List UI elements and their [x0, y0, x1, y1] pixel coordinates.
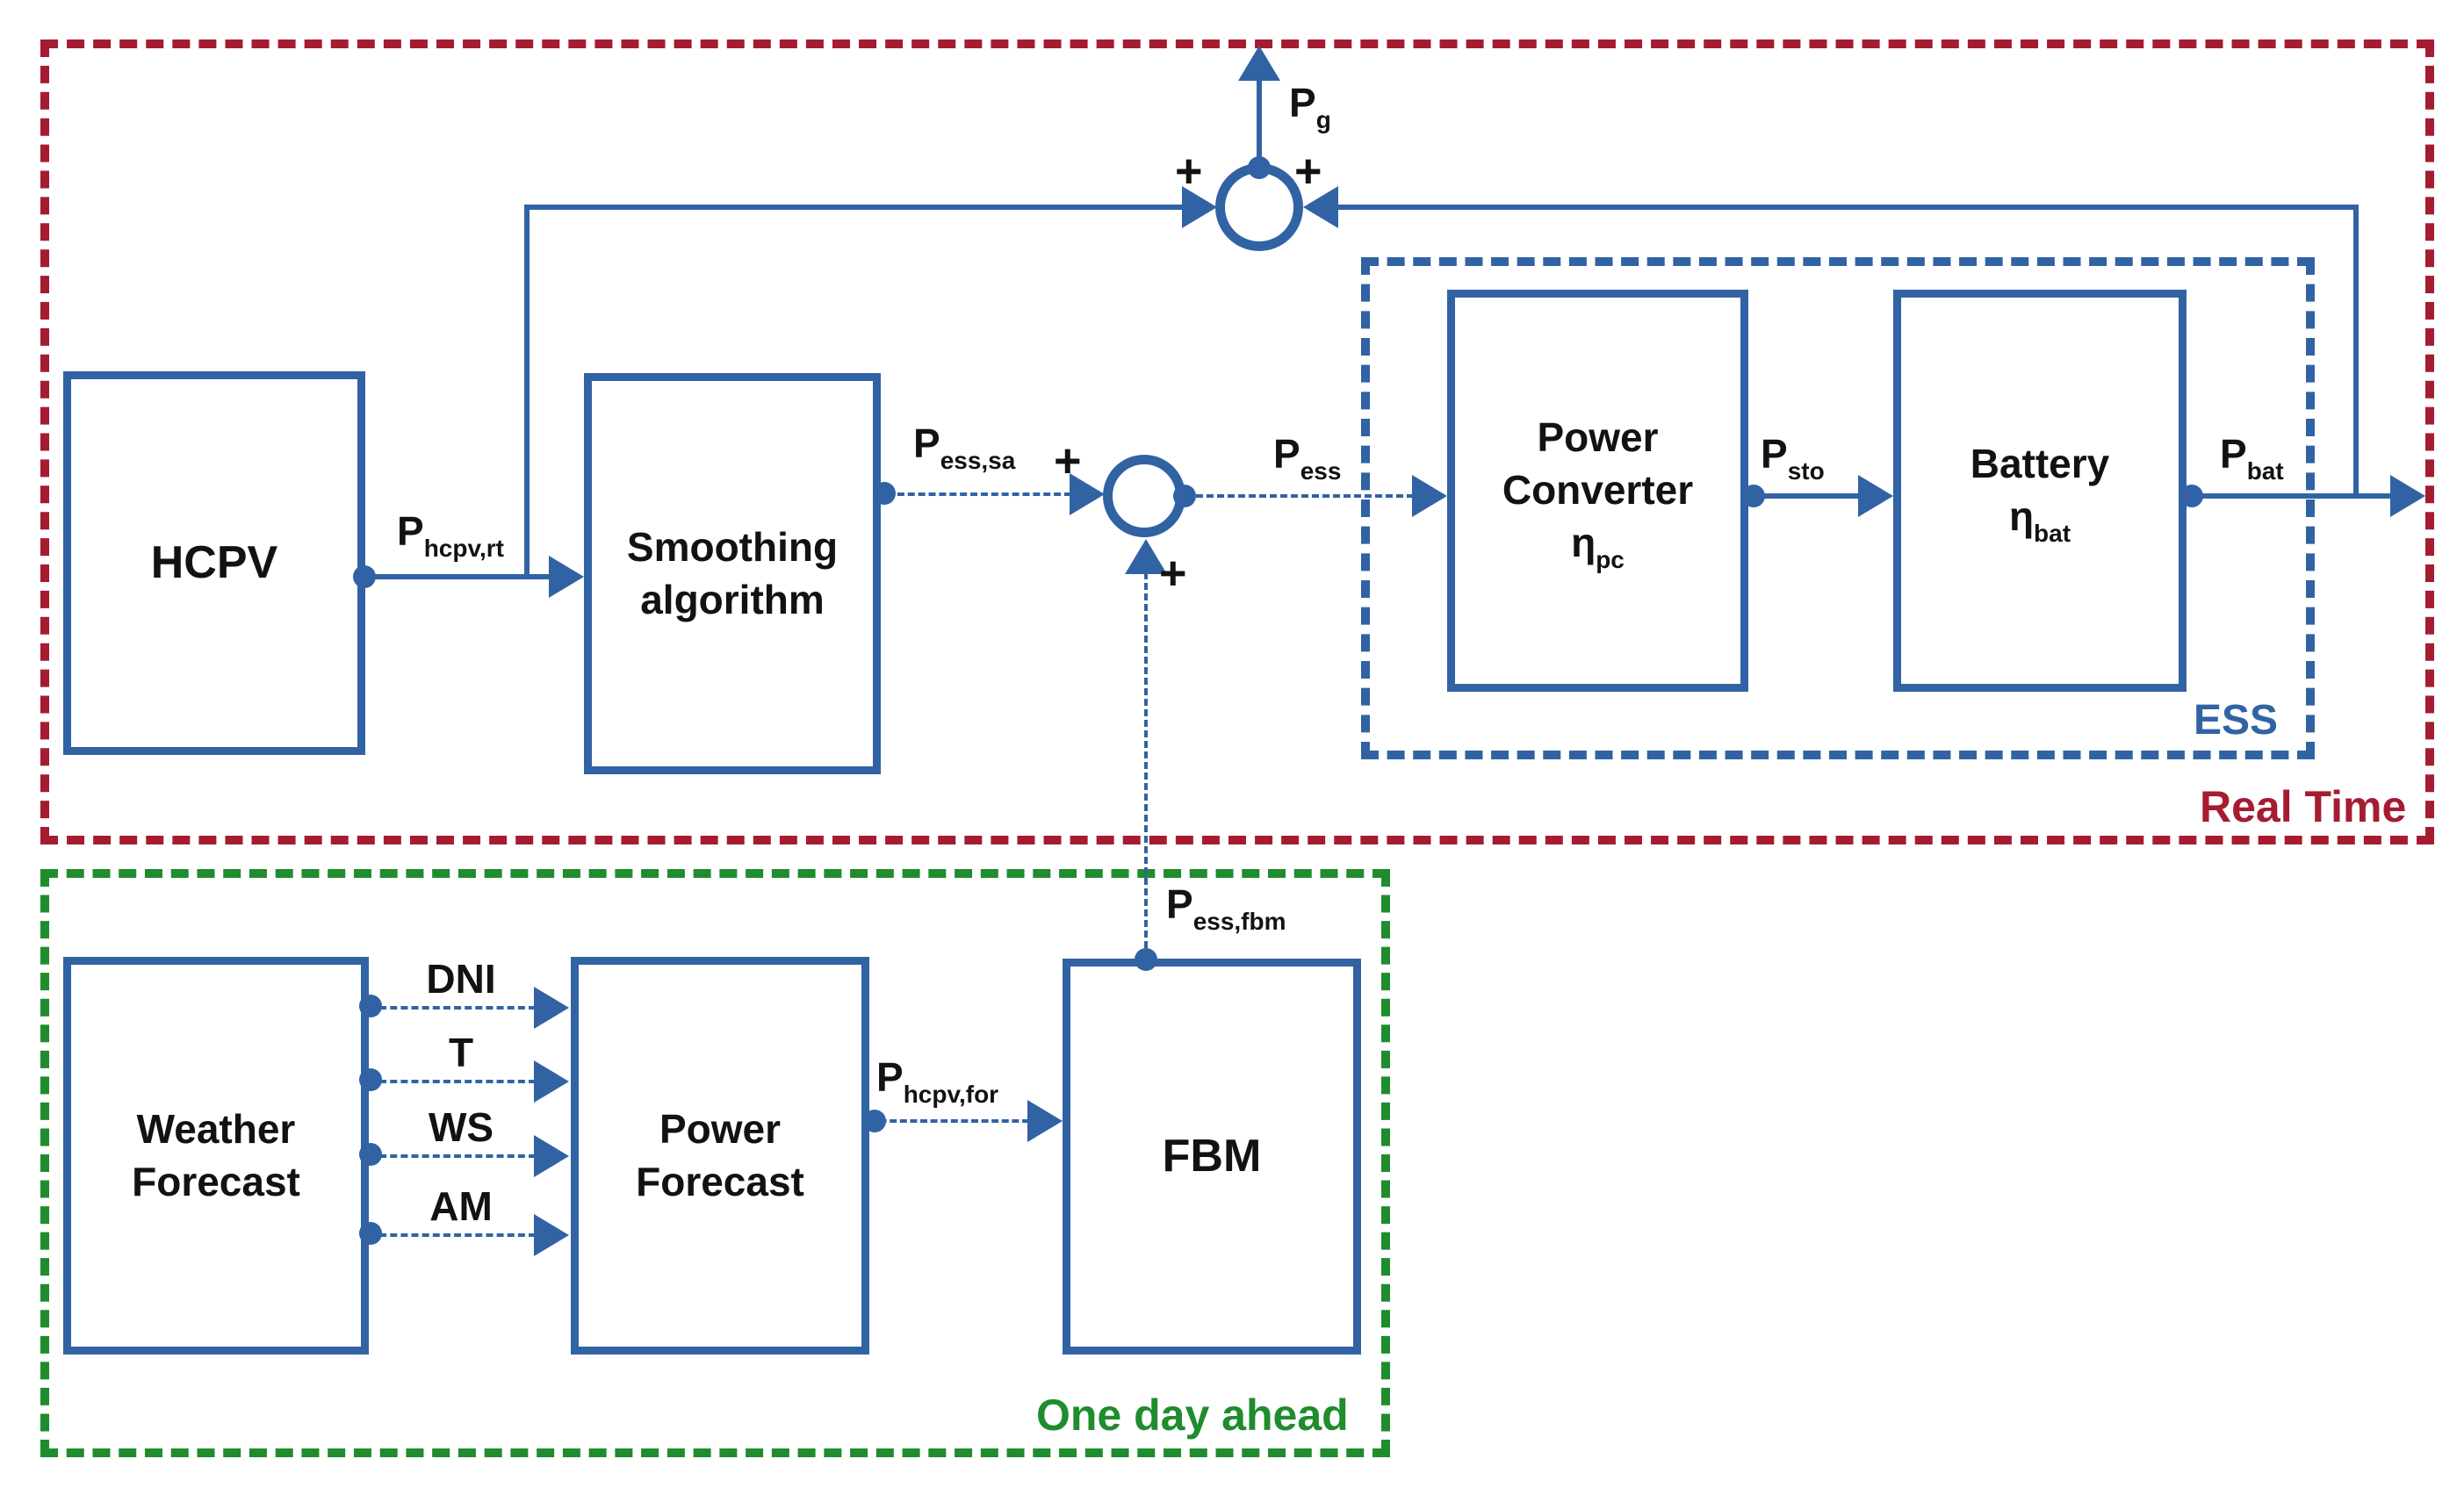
dot-power-converter-output — [1742, 485, 1765, 507]
dashline-dni — [369, 1006, 536, 1010]
label-am: AM — [429, 1183, 493, 1229]
dashline-t — [369, 1080, 536, 1083]
block-battery-eta: ηbat — [2008, 493, 2071, 547]
label-p-g: Pg — [1289, 80, 1331, 133]
ess-region-border — [1361, 257, 2315, 759]
arrowhead-into-top-sum-right — [1303, 186, 1338, 228]
dashline-p-ess-sa — [887, 492, 1071, 496]
dashline-am — [369, 1233, 536, 1237]
line-feedback-vertical — [2353, 207, 2359, 499]
label-dni: DNI — [426, 956, 496, 1002]
label-p-sto: Psto — [1761, 431, 1825, 485]
block-battery-label: Battery — [1970, 441, 2110, 487]
arrowhead-into-battery — [1858, 475, 1893, 517]
block-battery: Battery ηbat — [1893, 290, 2187, 692]
arrowhead-p-g-up — [1238, 46, 1280, 81]
dot-weather-output-ws — [359, 1143, 382, 1166]
block-weather-forecast-label-line2: Forecast — [132, 1158, 300, 1204]
label-p-ess-sa: Pess,sa — [913, 420, 1016, 474]
dot-power-forecast-output — [863, 1110, 886, 1132]
arrowhead-to-grid — [2390, 475, 2425, 517]
block-power-converter-label-line2: Converter — [1502, 467, 1694, 514]
label-p-hcpv-for: Phcpv,for — [876, 1054, 999, 1108]
dot-top-sum-output — [1248, 156, 1271, 179]
arrowhead-into-power-converter — [1412, 475, 1447, 517]
block-fbm: FBM — [1063, 959, 1361, 1355]
line-hcpv-to-smoothing — [364, 574, 551, 579]
plus-mid-sum-bottom: + — [1159, 547, 1187, 600]
block-hcpv: HCPV — [63, 371, 365, 755]
plus-top-sum-left: + — [1175, 145, 1203, 198]
plus-top-sum-right: + — [1294, 145, 1322, 198]
block-power-forecast-label-line1: Power — [659, 1105, 782, 1152]
dashline-p-ess-fbm — [1144, 572, 1148, 959]
dot-fbm-top — [1135, 948, 1157, 971]
line-p-g — [1257, 81, 1262, 169]
real-time-region-border — [40, 40, 2434, 844]
arrowhead-into-top-sum-left — [1182, 186, 1217, 228]
line-feedback-horizontal — [1335, 205, 2359, 210]
real-time-region-label: Real Time — [2200, 782, 2407, 831]
arrowhead-dni — [534, 987, 569, 1029]
block-power-converter-label-line1: Power — [1537, 414, 1659, 461]
ess-region-label: ESS — [2194, 697, 2279, 744]
summing-junction-middle — [1103, 455, 1185, 537]
dashline-p-ess — [1185, 494, 1414, 498]
arrowhead-into-mid-sum-left — [1070, 473, 1105, 515]
arrowhead-ws — [534, 1135, 569, 1177]
one-day-ahead-region-label: One day ahead — [1036, 1391, 1349, 1440]
dot-hcpv-output — [353, 565, 376, 588]
line-p-sto — [1748, 493, 1860, 499]
dot-battery-output — [2180, 485, 2203, 507]
label-p-hcpv-rt: Phcpv,rt — [397, 508, 504, 562]
arrowhead-into-mid-sum-bottom — [1125, 539, 1167, 574]
label-p-ess-fbm: Pess,fbm — [1166, 881, 1286, 935]
arrowhead-am — [534, 1214, 569, 1256]
plus-mid-sum-left: + — [1054, 435, 1082, 487]
dot-weather-output-dni — [359, 995, 382, 1017]
block-smoothing-label-line2: algorithm — [640, 576, 825, 622]
block-power-forecast: Power Forecast — [571, 957, 869, 1355]
arrowhead-into-fbm — [1027, 1100, 1063, 1142]
line-hcpv-branch-vertical — [524, 207, 530, 577]
block-hcpv-label: HCPV — [150, 536, 278, 588]
block-weather-forecast-label-line1: Weather — [136, 1105, 296, 1152]
dot-mid-sum-output — [1173, 485, 1196, 507]
block-smoothing-label-line1: Smoothing — [626, 523, 839, 570]
block-power-converter-eta: ηpc — [1571, 519, 1625, 573]
label-p-bat: Pbat — [2220, 431, 2284, 485]
arrowhead-into-smoothing — [549, 556, 584, 598]
dot-weather-output-t — [359, 1068, 382, 1091]
block-weather-forecast: Weather Forecast — [63, 957, 369, 1355]
arrowhead-t — [534, 1060, 569, 1103]
label-ws: WS — [428, 1104, 494, 1150]
one-day-ahead-region-border — [40, 869, 1390, 1457]
line-battery-output — [2187, 493, 2390, 499]
dashline-ws — [369, 1154, 536, 1158]
label-t: T — [448, 1030, 474, 1075]
label-p-ess: Pess — [1273, 431, 1342, 485]
block-power-converter: Power Converter ηpc — [1447, 290, 1748, 692]
dot-weather-output-am — [359, 1222, 382, 1245]
block-fbm-label: FBM — [1162, 1130, 1262, 1182]
dashline-p-hcpv-for — [869, 1119, 1029, 1123]
line-hcpv-branch-horizontal — [524, 205, 1184, 210]
block-power-forecast-label-line2: Forecast — [636, 1158, 804, 1204]
block-smoothing-algorithm: Smoothing algorithm — [584, 373, 881, 774]
dot-smoothing-output — [873, 482, 896, 505]
